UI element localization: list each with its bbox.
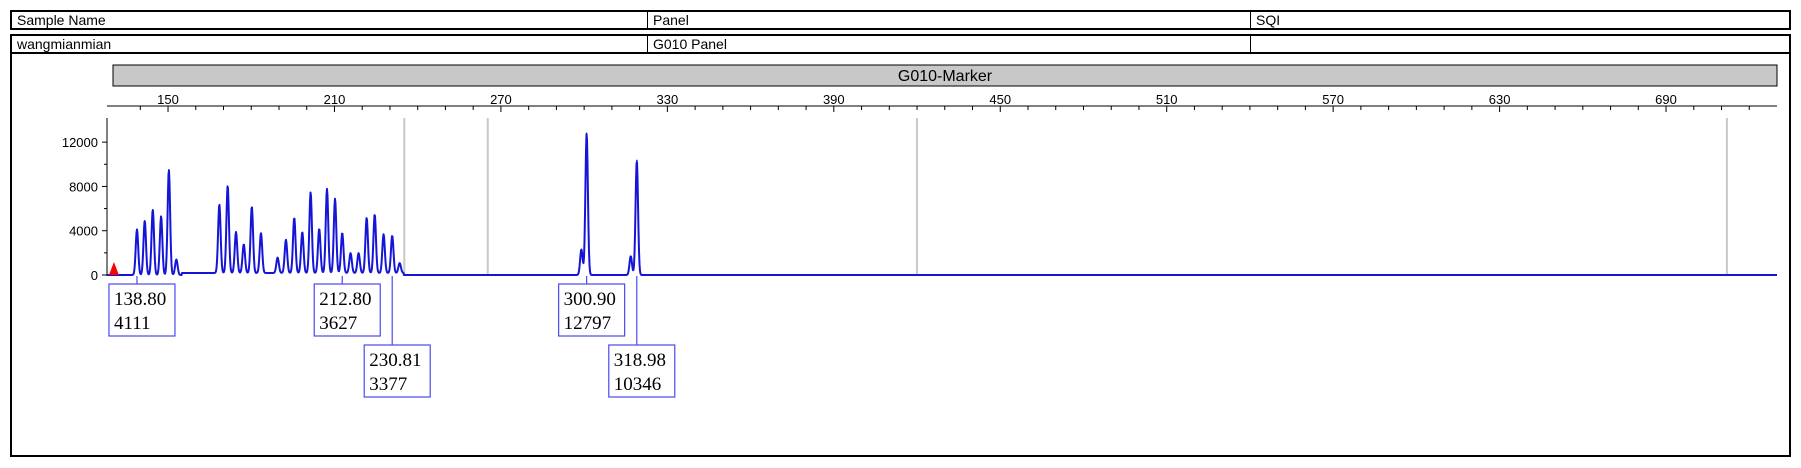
peak-point <box>301 233 304 235</box>
panel-banner: G010-Marker <box>112 64 1778 87</box>
peak-point <box>629 255 632 257</box>
peak-point <box>398 264 401 266</box>
y-tick-label: 4000 <box>69 224 98 239</box>
marker-triangle <box>108 262 119 275</box>
peak-point <box>242 245 245 248</box>
plot-frame <box>10 54 1791 457</box>
x-tick-label: 630 <box>1489 92 1511 107</box>
peak-label-box: 318.98 10346 <box>608 276 676 398</box>
y-tick-label: 12000 <box>62 135 98 150</box>
x-tick-label: 450 <box>989 92 1011 107</box>
peak-height-label: 3377 <box>369 374 407 395</box>
peak-point <box>175 258 178 261</box>
panel-value: G010 Panel <box>647 36 1250 52</box>
x-tick-label: 510 <box>1156 92 1178 107</box>
peak-label-box: 138.80 4111 <box>108 276 176 337</box>
peak-point <box>251 207 253 210</box>
peak-height-label: 4111 <box>114 313 151 334</box>
peak-point <box>373 215 376 218</box>
peak-point <box>580 248 583 251</box>
header-label-row: Sample Name Panel SQI <box>10 10 1791 30</box>
peak-point <box>585 132 588 135</box>
chart-title: G010-Marker <box>898 68 993 85</box>
x-tick-label: 330 <box>657 92 679 107</box>
peak-point <box>391 236 394 239</box>
peak-point <box>293 218 296 221</box>
peak-point <box>382 235 385 238</box>
peak-point <box>151 208 154 211</box>
peak-point <box>260 234 262 236</box>
peak-point <box>226 186 229 189</box>
x-tick-label: 270 <box>490 92 512 107</box>
peak-point <box>218 205 221 208</box>
peak-point <box>143 219 146 222</box>
y-tick-label: 8000 <box>69 179 98 194</box>
peak-point <box>334 200 336 202</box>
peak-size-label: 212.80 <box>319 289 371 310</box>
peak-height-label: 3627 <box>319 313 357 334</box>
sqi-value <box>1250 36 1789 52</box>
peak-point <box>235 233 237 235</box>
peak-label-box: 230.81 3377 <box>363 276 431 398</box>
x-tick-label: 390 <box>823 92 845 107</box>
y-tick-label: 0 <box>91 268 98 283</box>
peak-size-label: 138.80 <box>114 289 166 310</box>
peak-point <box>349 254 352 256</box>
peak-point <box>326 190 328 192</box>
peak-label-frame <box>558 283 626 337</box>
sample-name-value: wangmianmian <box>17 36 112 52</box>
peak-label-frame <box>313 283 381 337</box>
peak-height-label: 12797 <box>564 313 612 334</box>
x-tick-label: 210 <box>324 92 346 107</box>
peak-label-frame <box>363 344 431 398</box>
peak-point <box>160 215 162 218</box>
peak-point <box>357 254 360 256</box>
peak-point <box>309 193 312 195</box>
peak-point <box>136 228 138 231</box>
x-tick-label: 570 <box>1322 92 1344 107</box>
peak-label-box: 212.80 3627 <box>313 276 381 337</box>
x-tick-label: 690 <box>1655 92 1677 107</box>
peak-point <box>285 240 287 243</box>
peak-label-frame <box>608 344 676 398</box>
panel-label: Panel <box>647 12 1250 28</box>
peak-point <box>341 234 344 236</box>
sample-name-label: Sample Name <box>17 12 106 28</box>
peak-point <box>365 218 368 221</box>
header-value-row: wangmianmian G010 Panel <box>10 34 1791 54</box>
peak-point <box>168 169 170 171</box>
peak-label-frame <box>108 283 176 337</box>
peak-point <box>276 258 279 261</box>
peak-label-box: 300.90 12797 <box>558 276 626 337</box>
x-tick-label: 150 <box>157 92 179 107</box>
peak-size-label: 300.90 <box>564 289 616 310</box>
peak-size-label: 230.81 <box>369 350 421 371</box>
peak-point <box>318 229 321 232</box>
peak-height-label: 10346 <box>614 374 662 395</box>
peak-point <box>635 159 638 162</box>
peak-size-label: 318.98 <box>614 350 666 371</box>
signal-trace <box>106 133 1778 276</box>
sqi-label: SQI <box>1250 12 1789 28</box>
